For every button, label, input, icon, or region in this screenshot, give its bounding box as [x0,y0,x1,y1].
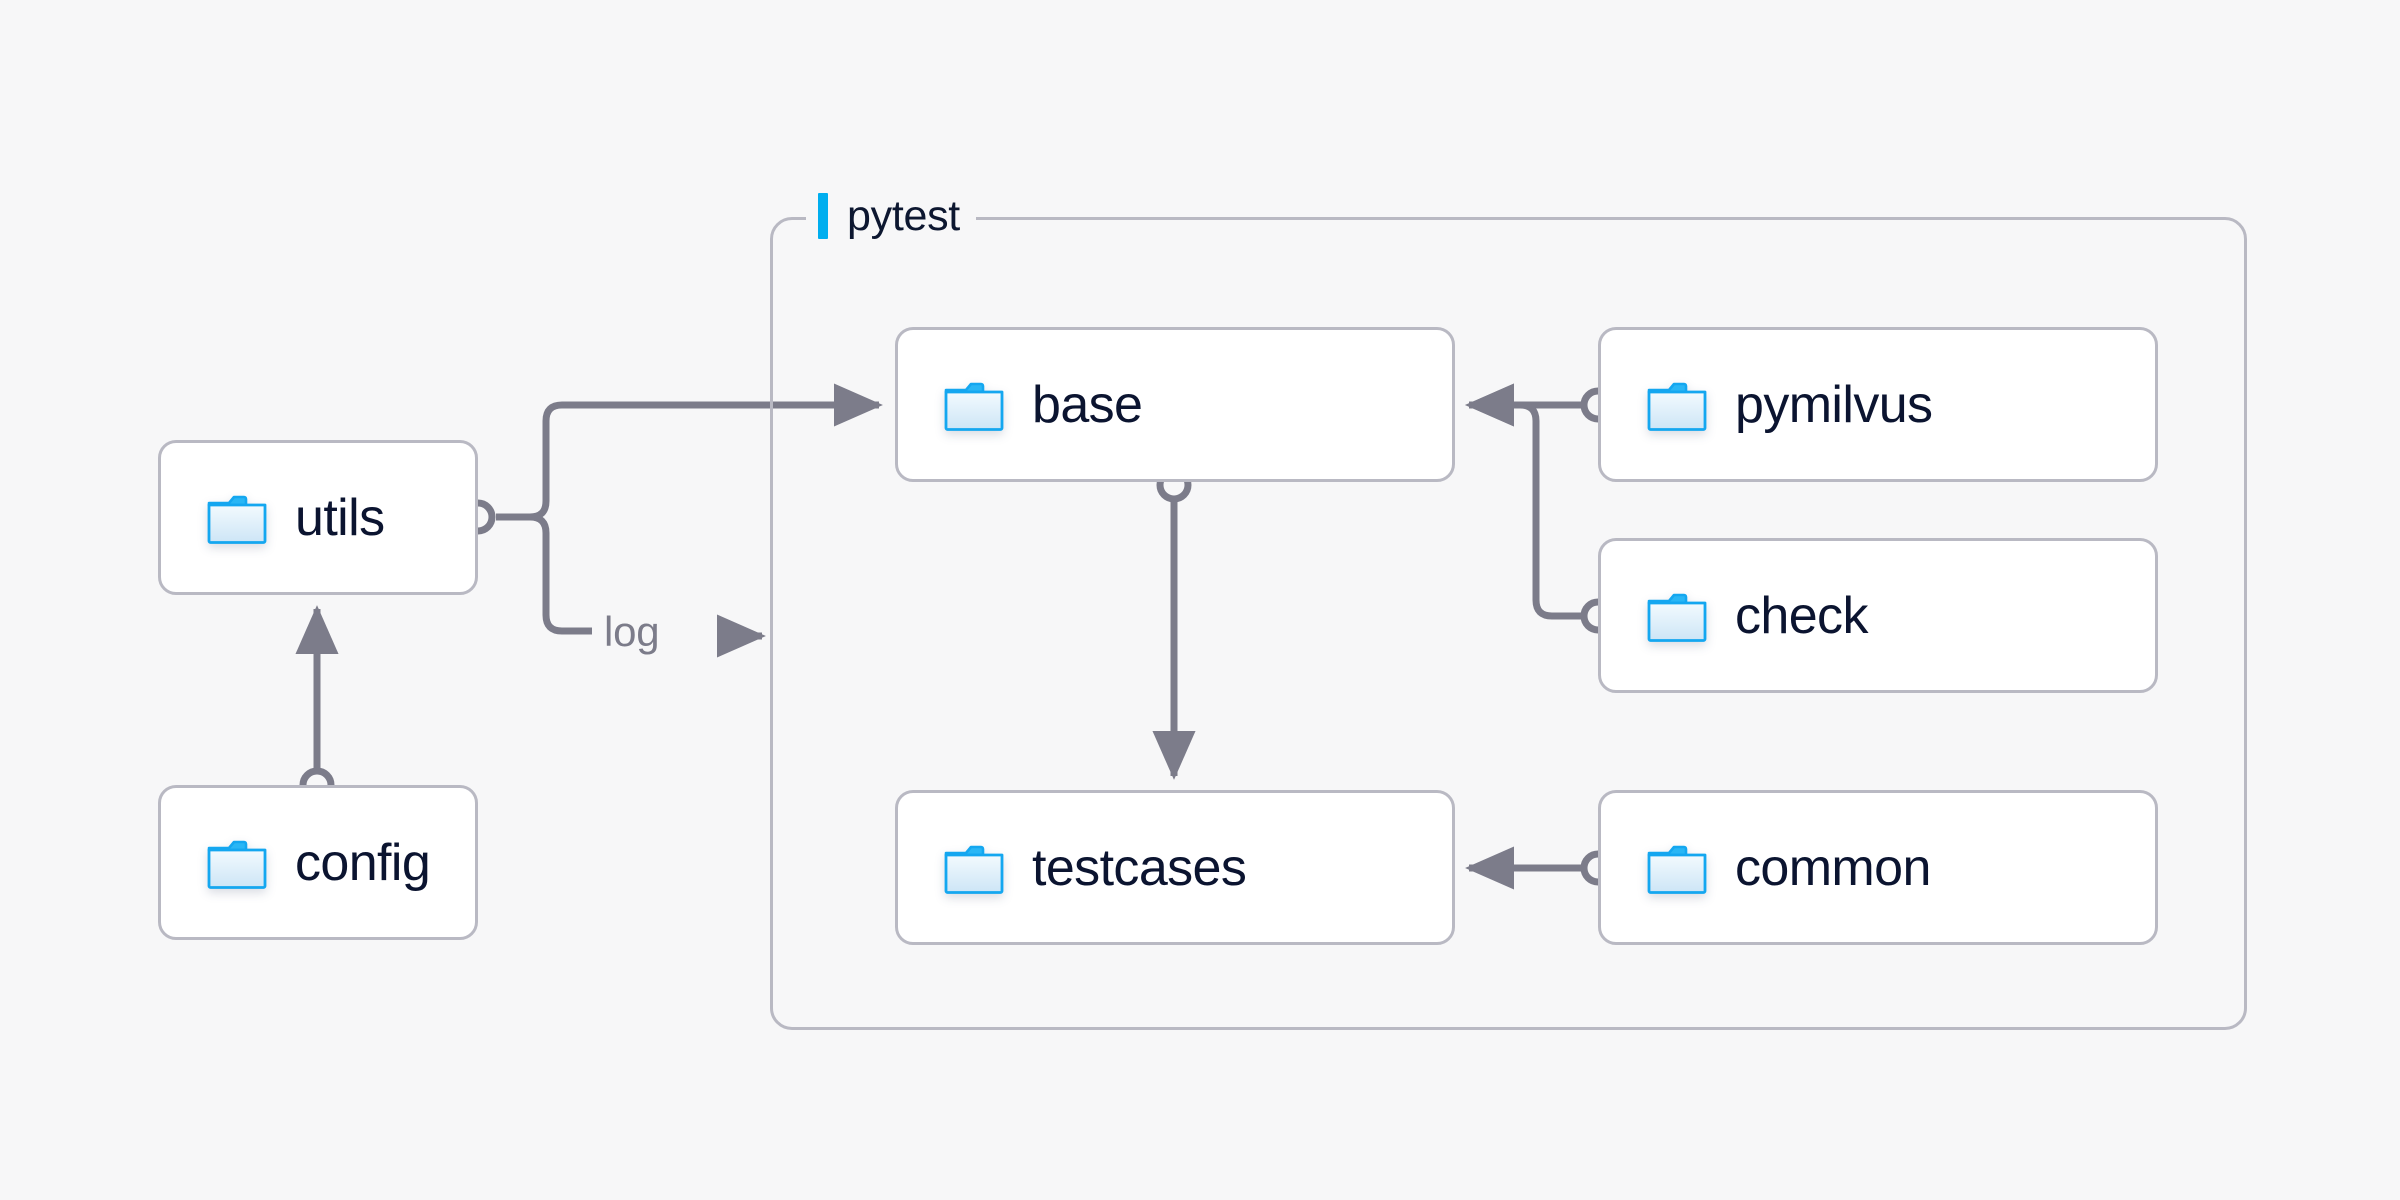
node-label: check [1735,586,1868,645]
accent-bar-icon [818,193,828,239]
node-label: testcases [1032,838,1247,897]
node-testcases-content: testcases [898,838,1247,897]
node-testcases[interactable]: testcases [895,790,1455,945]
node-label: base [1032,375,1143,434]
folder-icon [1647,593,1707,642]
node-pymilvus-content: pymilvus [1601,375,1933,434]
folder-icon [207,840,267,889]
node-common[interactable]: common [1598,790,2158,945]
edge-label-log: log [604,608,660,655]
node-base[interactable]: base [895,327,1455,482]
group-label-text: pytest [847,191,960,240]
node-pymilvus[interactable]: pymilvus [1598,327,2158,482]
node-common-content: common [1601,841,1931,895]
node-check-content: check [1601,589,1868,643]
group-container-pytest[interactable] [770,217,2247,1030]
node-utils-content: utils [161,488,385,547]
folder-icon [1647,382,1707,431]
node-label: common [1735,838,1931,897]
node-config-content: config [161,833,431,892]
edge-utils-to-pytest-log [496,513,592,635]
node-label: utils [295,488,385,547]
node-base-content: base [898,375,1143,434]
node-config[interactable]: config [158,785,478,940]
folder-icon [207,495,267,544]
node-label: config [295,833,431,892]
node-label: pymilvus [1735,375,1933,434]
group-label-pytest: pytest [806,188,976,244]
folder-icon [944,845,1004,894]
folder-icon [1647,845,1707,894]
node-utils[interactable]: utils [158,440,478,595]
node-check[interactable]: check [1598,538,2158,693]
folder-icon [944,382,1004,431]
